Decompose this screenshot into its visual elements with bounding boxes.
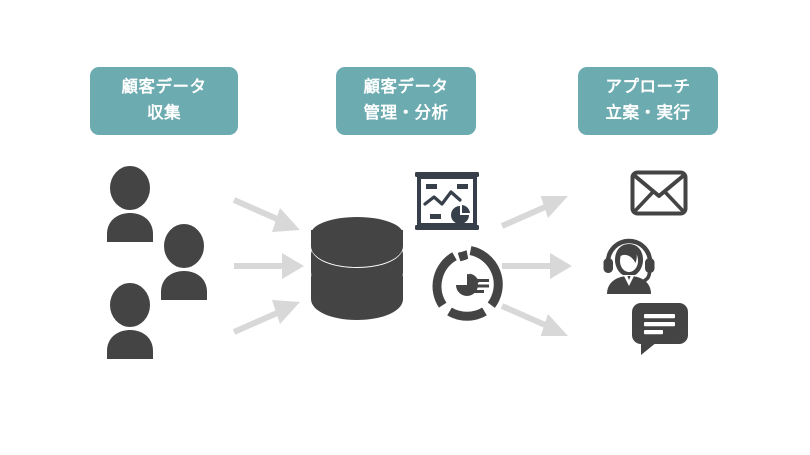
stage-label-management-analysis: 顧客データ 管理・分析 <box>336 67 476 135</box>
person-icon <box>104 283 156 364</box>
operator-headset-icon <box>598 234 660 301</box>
arrow-down-right <box>232 197 300 232</box>
chat-bubble-icon <box>631 302 689 361</box>
stage-label-line-1: アプローチ <box>605 78 691 97</box>
connector-arrows-right <box>500 194 580 341</box>
stage-label-collection: 顧客データ 収集 <box>90 67 238 135</box>
stage-label-approach-execution: アプローチ 立案・実行 <box>578 67 718 135</box>
donut-chart-icon <box>428 246 506 329</box>
stage-label-line-1: 顧客データ <box>363 78 449 97</box>
arrow-right <box>502 253 572 279</box>
stage-label-line-2: 管理・分析 <box>363 104 449 122</box>
person-icon <box>104 166 156 247</box>
arrow-right <box>234 253 304 279</box>
arrow-down-right <box>500 303 568 338</box>
stage-label-line-2: 収集 <box>147 104 181 122</box>
arrow-up-right <box>232 300 300 335</box>
mail-icon <box>630 170 688 221</box>
arrow-up-right <box>500 194 568 229</box>
person-icon <box>158 224 210 305</box>
database-icon <box>308 215 406 332</box>
stage-label-line-1: 顧客データ <box>121 78 207 97</box>
chart-board-icon <box>414 171 480 238</box>
stage-label-line-2: 立案・実行 <box>605 104 691 122</box>
connector-arrows-left <box>232 196 312 341</box>
